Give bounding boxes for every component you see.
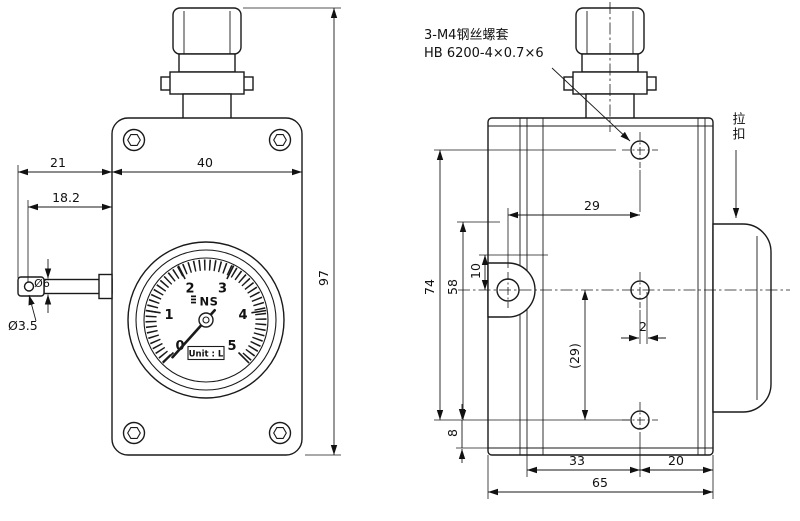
thread-insert-leader xyxy=(551,67,631,142)
unit-label: Unit : L xyxy=(189,350,224,360)
dim-label-21: 21 xyxy=(50,155,66,170)
dial-number-5: 5 xyxy=(227,339,236,354)
dim-label-29-ref: (29) xyxy=(567,343,582,369)
wire-drum xyxy=(712,223,772,413)
front-dimensions: 21 40 18.2 97 Ø3.5 Ø6 xyxy=(8,7,341,456)
dim-label-74: 74 xyxy=(422,279,437,295)
leader-lines xyxy=(551,67,740,218)
dim-label-40: 40 xyxy=(197,155,213,170)
corner-screw-icon xyxy=(268,421,292,445)
pull-buckle-label: 拉扣 xyxy=(729,112,745,142)
dial-gauge: 0 1 2 3 4 5 NS Unit : L xyxy=(127,241,285,399)
unit-label-box xyxy=(187,345,225,361)
thread-insert-note: 3-M4钢丝螺套 HB 6200-4×0.7×6 xyxy=(424,27,544,62)
corner-screw-icon xyxy=(268,128,292,152)
wire-probe xyxy=(17,273,113,300)
thread-insert-line1: 3-M4钢丝螺套 xyxy=(424,28,509,43)
dim-label-18-2: 18.2 xyxy=(52,190,80,205)
dim-label-2: 2 xyxy=(639,319,647,334)
thread-insert-line2: HB 6200-4×0.7×6 xyxy=(424,45,544,61)
brand-logo-text: NS xyxy=(200,295,219,309)
dial-number-1: 1 xyxy=(164,308,173,323)
side-view xyxy=(487,7,772,456)
dim-label-rod-dia: Ø6 xyxy=(34,277,50,290)
brand-logo: NS xyxy=(191,295,218,309)
side-dimensions: 74 58 10 8 29 2 (29) 33 20 65 xyxy=(422,149,714,499)
dim-label-97: 97 xyxy=(316,270,331,286)
dim-label-8: 8 xyxy=(445,429,460,437)
dim-label-10: 10 xyxy=(468,263,483,279)
corner-screw-icon xyxy=(122,421,146,445)
dim-label-29: 29 xyxy=(584,198,600,213)
dial-number-0: 0 xyxy=(175,339,184,354)
dim-label-65: 65 xyxy=(592,475,608,490)
wire-end-hole xyxy=(23,281,35,292)
dim-label-58: 58 xyxy=(445,279,460,295)
connector-front xyxy=(160,7,254,121)
dim-label-20: 20 xyxy=(668,453,684,468)
front-view: 0 1 2 3 4 5 NS Unit : L xyxy=(17,7,303,456)
centerlines xyxy=(458,2,790,438)
dial-tick-marks xyxy=(145,259,267,363)
dial-number-4: 4 xyxy=(238,308,247,323)
dial-number-2: 2 xyxy=(185,282,194,297)
corner-screw-icon xyxy=(122,128,146,152)
dial-number-3: 3 xyxy=(218,282,227,297)
dim-label-33: 33 xyxy=(569,453,585,468)
dim-label-dia3-5: Ø3.5 xyxy=(8,318,38,333)
